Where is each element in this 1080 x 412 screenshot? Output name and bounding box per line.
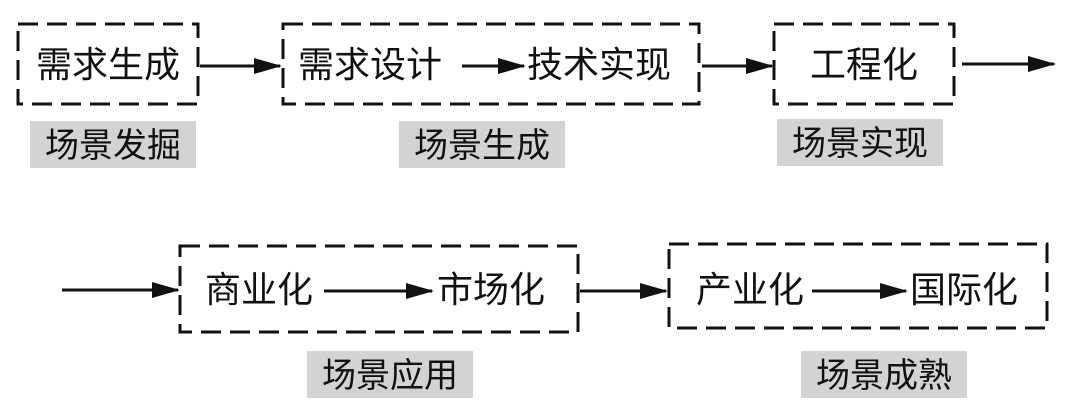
stage-label-application: 场景应用	[307, 351, 473, 398]
stage-label-discovery: 场景发掘	[30, 121, 196, 168]
box-design-text: 需求设计	[298, 45, 442, 86]
box-implementation-text: 技术实现	[527, 45, 671, 86]
box-engineering: 工程化	[772, 22, 956, 106]
stage-label-maturity: 场景成熟	[801, 351, 967, 398]
box-design-implementation: 需求设计 技术实现	[281, 22, 701, 106]
box-international-text: 国际化	[910, 270, 1018, 311]
stage-label-application-text: 场景应用	[322, 356, 458, 396]
stage-label-generation: 场景生成	[399, 121, 565, 168]
box-market-text: 市场化	[437, 270, 545, 311]
box-demand-generation-text: 需求生成	[36, 45, 180, 86]
box-commercial-text: 商业化	[205, 270, 313, 311]
stage-label-maturity-text: 场景成熟	[816, 356, 952, 396]
stage-label-discovery-text: 场景发掘	[45, 126, 181, 166]
box-industrial-text: 产业化	[696, 270, 804, 311]
box-demand-generation: 需求生成	[16, 22, 200, 106]
box-engineering-text: 工程化	[810, 45, 918, 86]
stage-label-realization: 场景实现	[777, 119, 943, 166]
box-commercialization: 商业化 市场化	[178, 244, 580, 334]
box-industrialization: 产业化 国际化	[667, 242, 1049, 330]
stage-label-realization-text: 场景实现	[792, 124, 928, 164]
stage-label-generation-text: 场景生成	[414, 126, 550, 166]
